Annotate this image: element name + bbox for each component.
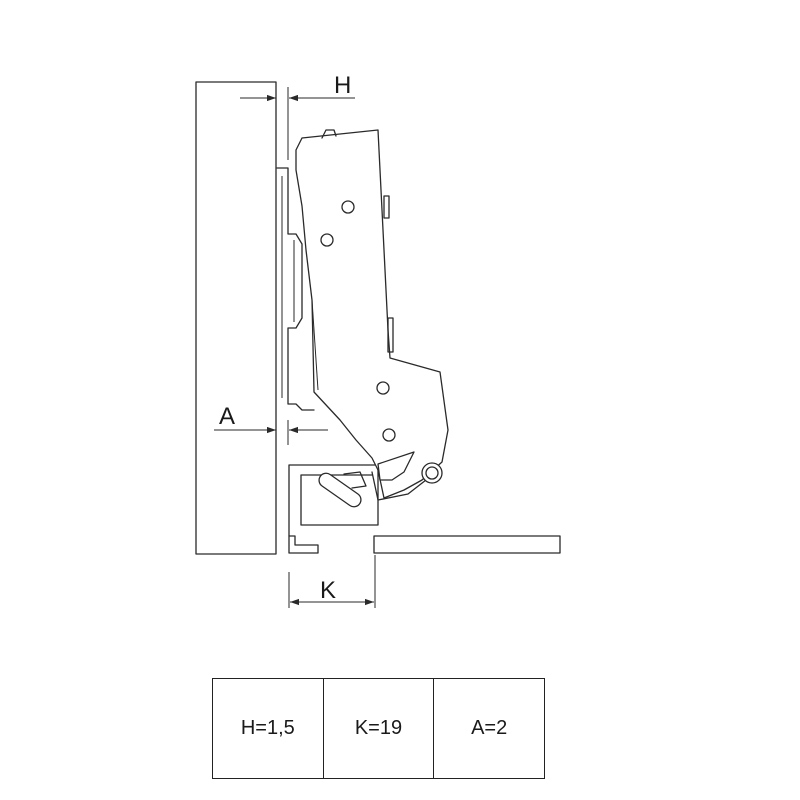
rivet-2 xyxy=(320,233,334,247)
adjustment-screw xyxy=(318,472,362,508)
spec-row: H=1,5 K=19 A=2 xyxy=(212,678,545,779)
hinge-arm-edge xyxy=(311,299,319,391)
hinge-arm xyxy=(295,129,449,499)
screw-clip xyxy=(343,471,367,489)
mounting-plate-foot xyxy=(288,535,319,554)
rivet-3 xyxy=(376,381,390,395)
cabinet-side-panel xyxy=(373,535,561,554)
pivot-wheel-hub xyxy=(425,466,439,480)
spec-cell-a: A=2 xyxy=(433,678,545,779)
rivet-4 xyxy=(382,428,396,442)
arm-tab-lower xyxy=(387,317,394,353)
pivot-link xyxy=(371,471,427,501)
mounting-plate xyxy=(288,464,379,537)
hinge-cup xyxy=(276,167,315,411)
door-panel xyxy=(195,81,277,555)
arm-tab-upper xyxy=(383,195,390,219)
rivet-1 xyxy=(341,200,355,214)
hinge-arm-tip xyxy=(321,129,337,139)
k-dimension-label: K xyxy=(320,577,336,604)
a-dimension-label: A xyxy=(219,403,235,430)
spec-cell-k: K=19 xyxy=(322,678,435,779)
pivot-wheel xyxy=(421,462,443,484)
h-dimension-label: H xyxy=(334,72,351,99)
pivot-lever xyxy=(377,451,415,481)
spec-cell-h: H=1,5 xyxy=(212,678,324,779)
spec-table: H=1,5 K=19 A=2 xyxy=(212,678,545,779)
